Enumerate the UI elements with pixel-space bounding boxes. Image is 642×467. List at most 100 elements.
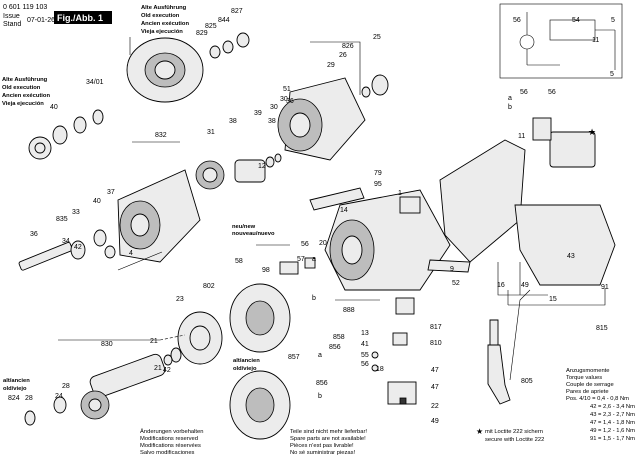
part-number-label: 36 — [30, 231, 38, 238]
part-number-label: 835 — [56, 216, 68, 223]
part-number-label: 25 — [373, 34, 381, 41]
marker-a: a — [318, 352, 322, 359]
footer-changes-3: Modifications réservées — [140, 443, 201, 449]
part-number-label: 43 — [567, 253, 575, 260]
part-number-label: 21 — [154, 365, 162, 372]
footer-parts-2: Spare parts are not available! — [290, 436, 366, 442]
part-number-label: 24 — [55, 393, 63, 400]
new-label-2: nouveau/nuevo — [232, 231, 275, 237]
part-number-label: 30 — [280, 96, 288, 103]
torque-title-1: Anzugsmomente — [566, 368, 610, 374]
part-number-label: 4 — [129, 250, 133, 257]
part-number-label: 1 — [398, 190, 402, 197]
part-number-label: 815 — [596, 325, 608, 332]
wiring-schematic — [499, 3, 623, 79]
part-number-label: 55 — [361, 352, 369, 359]
part-number-label: 832 — [155, 132, 167, 139]
part-number-label: 42 — [163, 367, 171, 374]
part-number-label: 56 — [520, 89, 528, 96]
part-number-label: 56 — [548, 89, 556, 96]
part-number-label: 56 — [513, 17, 521, 24]
old-execution-top-3: Ancien exécution — [141, 21, 189, 27]
part-number-label: 47 — [431, 384, 439, 391]
footer-parts-3: Pièces n'est pas livrable! — [290, 443, 354, 449]
old-execution-left-3: Ancien exécution — [2, 93, 50, 99]
footer-parts-4: No sé suministrar piezas! — [290, 450, 356, 456]
old-execution-top-4: Vieja ejecución — [141, 29, 183, 35]
stand-label: Stand — [3, 21, 22, 28]
motor-housing-top — [277, 74, 389, 161]
part-number-label: 20 — [319, 240, 327, 247]
part-number-label: 41 — [361, 341, 369, 348]
new-label-1: neu/new — [232, 224, 256, 230]
part-number-label: 11 — [518, 133, 526, 140]
torque-row-2: 42 = 2,6 - 3,4 Nm — [590, 404, 635, 410]
footer-changes-1: Änderungen vorbehalten — [140, 429, 204, 435]
part-number-label: 23 — [176, 296, 184, 303]
part-number-label: 49 — [431, 418, 439, 425]
old-label-left-2: old/viejo — [3, 386, 27, 392]
part-number-label: 12 — [258, 163, 266, 170]
part-number-label: 52 — [452, 280, 460, 287]
marker-b: b — [318, 393, 322, 400]
torque-row-6: 91 = 1,5 - 1,7 Nm — [590, 436, 635, 442]
part-number-label: 825 — [205, 23, 217, 30]
part-number-label: 38 — [268, 118, 276, 125]
motor-housing-main — [324, 189, 451, 291]
part-number-label: 827 — [231, 8, 243, 15]
part-number-label: 91 — [601, 284, 609, 291]
torque-title-4: Pares de apriete — [566, 389, 609, 395]
doc-number: 0 601 119 103 — [3, 4, 48, 11]
part-number-label: 33 — [72, 209, 80, 216]
part-number-label: 26 — [339, 52, 347, 59]
part-number-label: 34/01 — [86, 79, 104, 86]
part-number-label: 5 — [610, 71, 614, 78]
footer-parts-1: Teile sind nicht mehr lieferbar! — [290, 429, 368, 435]
torque-row-1: Pos. 4/10 = 0,4 - 0,8 Nm — [566, 396, 629, 402]
part-number-label: 56 — [301, 241, 309, 248]
part-number-label: 829 — [196, 30, 208, 37]
part-number-label: 5 — [611, 17, 615, 24]
part-number-label: 28 — [25, 395, 33, 402]
part-number-label: 42 — [74, 244, 82, 251]
part-number-label: 16 — [497, 282, 505, 289]
part-number-label: 15 — [549, 296, 557, 303]
part-number-label: 13 — [361, 330, 369, 337]
part-number-label: 29 — [327, 62, 335, 69]
part-number-label: 57 — [297, 256, 305, 263]
part-number-label: 18 — [376, 366, 384, 373]
marker-a: a — [312, 256, 316, 263]
field-coil — [229, 283, 291, 353]
part-number-label: 34 — [62, 238, 70, 245]
armature — [24, 353, 173, 426]
handle-housing — [439, 139, 616, 286]
old-execution-left-4: Vieja ejecución — [2, 101, 44, 107]
marker-b: b — [312, 295, 316, 302]
part-number-label: 40 — [93, 198, 101, 205]
part-number-label: 817 — [430, 324, 442, 331]
part-number-label: 28 — [62, 383, 70, 390]
part-number-label: 31 — [207, 129, 215, 136]
gear-housing-old — [126, 37, 204, 103]
part-number-label: 79 — [374, 170, 382, 177]
gear-housing — [117, 169, 201, 263]
part-number-label: 47 — [431, 367, 439, 374]
part-number-label: 830 — [101, 341, 113, 348]
marker-a: a — [508, 95, 512, 102]
part-number-label: 14 — [340, 207, 348, 214]
part-number-label: 802 — [203, 283, 215, 290]
footer-changes-2: Modifications reserved — [140, 436, 198, 442]
part-number-label: 844 — [218, 17, 230, 24]
part-number-label: 824 — [8, 395, 20, 402]
torque-row-5: 49 = 1,2 - 1,6 Nm — [590, 428, 635, 434]
torque-row-3: 43 = 2,3 - 2,7 Nm — [590, 412, 635, 418]
old-label-mid-2: old/viejo — [233, 366, 257, 372]
issue-date: 07-01-26 — [27, 17, 56, 24]
part-number-label: 856 — [329, 344, 341, 351]
part-number-label: 40 — [50, 104, 58, 111]
figure-tag: Fig./Abb. 1 — [54, 11, 112, 24]
loctite-note-2: secure with Loctite 222 — [485, 437, 545, 443]
footer-changes-4: Salvo modificaciones — [140, 450, 195, 456]
torque-title-2: Torque values — [566, 375, 603, 381]
